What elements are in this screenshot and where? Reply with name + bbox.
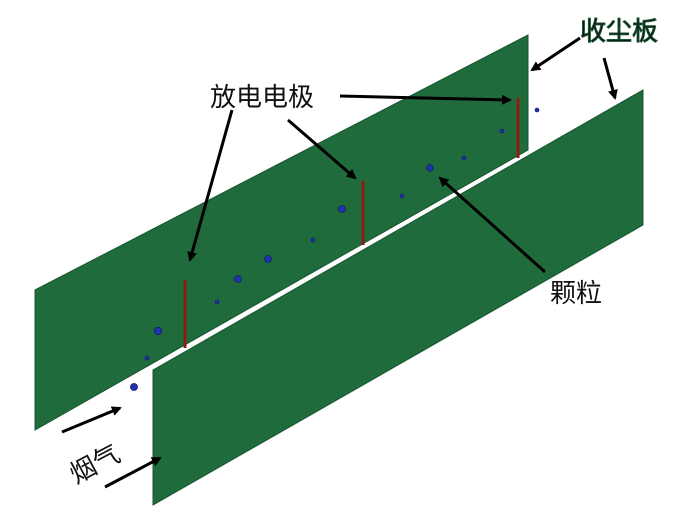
arrow-to-electrode-1 — [187, 109, 234, 262]
particle-dot — [234, 275, 242, 283]
particle-dot — [461, 155, 467, 161]
arrow-to-back-plate — [530, 36, 581, 72]
particle-dot — [264, 255, 272, 263]
label-collector-plate: 收尘板 — [580, 17, 658, 47]
particle-dot — [399, 193, 405, 199]
particle-dot — [153, 326, 163, 336]
particle-dot — [214, 299, 220, 305]
particle-dot — [426, 164, 434, 172]
flue-gas-arrow-upper — [61, 406, 122, 434]
particle-dot — [338, 205, 346, 213]
particle-dot — [310, 237, 316, 243]
arrow-to-front-plate — [602, 57, 618, 100]
particle-dot — [534, 107, 540, 113]
particles — [130, 107, 540, 391]
arrow-to-particle — [438, 176, 547, 274]
arrow-to-electrode-2 — [287, 118, 357, 180]
label-particle: 颗粒 — [550, 279, 602, 309]
leader-arrows — [61, 36, 618, 489]
label-discharge-electrode: 放电电极 — [210, 83, 314, 113]
flue-gas-arrow-lower — [104, 456, 162, 489]
particle-dot — [499, 128, 505, 134]
particle-dot — [130, 383, 138, 391]
particle-dot — [144, 355, 150, 361]
arrow-to-electrode-3 — [339, 94, 512, 105]
